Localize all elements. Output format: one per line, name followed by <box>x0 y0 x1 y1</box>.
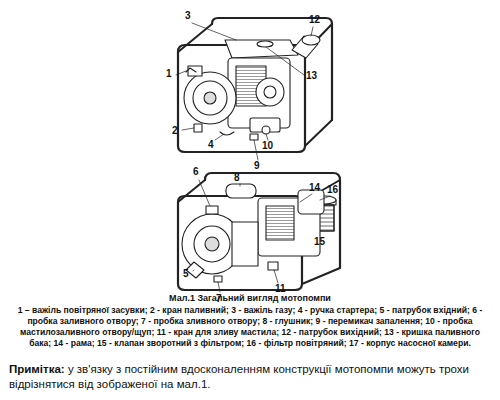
callout-number: 1 <box>166 68 172 79</box>
callout-number: 14 <box>309 182 320 193</box>
callout-number: 4 <box>208 139 214 150</box>
figure-caption: Мал.1 Загальний вигляд мотопомпи <box>0 293 500 304</box>
note-heading: Примітка: <box>9 363 65 375</box>
callout-number: 6 <box>193 166 199 177</box>
parts-list: 1 – важіль повітряної засувки; 2 - кран … <box>10 305 490 349</box>
callout-number: 7 <box>216 293 222 304</box>
note: Примітка: у зв'язку з постійним вдоскона… <box>9 362 489 392</box>
callout-number: 9 <box>254 160 260 171</box>
callout-number: 3 <box>185 10 191 21</box>
bottom-pump <box>178 173 340 292</box>
note-text: у зв'язку з постійним вдосконаленням кон… <box>9 363 469 390</box>
callout-number: 15 <box>314 236 325 247</box>
top-pump <box>176 18 332 160</box>
callout-number: 2 <box>172 125 178 136</box>
callout-number: 8 <box>234 172 240 183</box>
callout-number: 5 <box>183 268 189 279</box>
callout-number: 16 <box>327 184 338 195</box>
callout-number: 11 <box>275 283 286 294</box>
callout-number: 13 <box>306 70 317 81</box>
callout-number: 10 <box>262 140 273 151</box>
callout-number: 12 <box>309 14 320 25</box>
